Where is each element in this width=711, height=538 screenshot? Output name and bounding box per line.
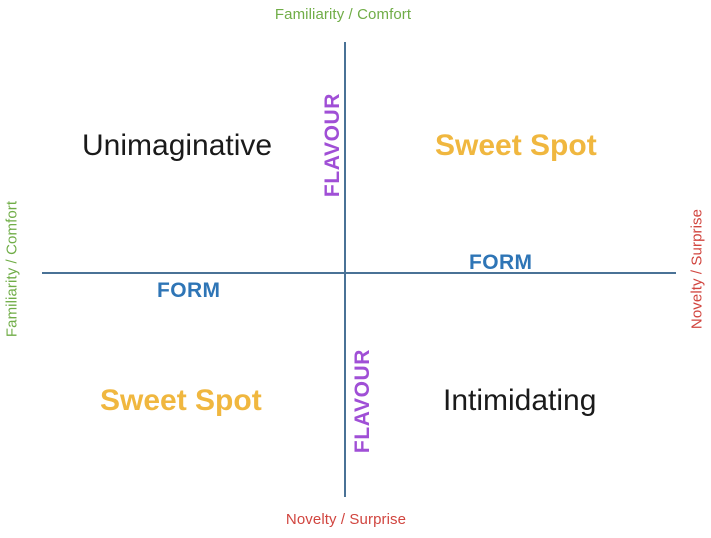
axis-title-form-left: FORM — [157, 279, 221, 302]
axis-caption-left-familiarity-comfort: Familiarity / Comfort — [3, 200, 21, 338]
quadrant-label-bottom-left: Sweet Spot — [100, 384, 262, 417]
axis-title-form-right: FORM — [469, 251, 533, 274]
axis-title-flavour-lower: FLAVOUR — [351, 348, 374, 454]
axis-caption-right-novelty-surprise: Novelty / Surprise — [688, 208, 706, 330]
quadrant-label-top-left: Unimaginative — [82, 129, 273, 162]
axis-caption-top-familiarity-comfort: Familiarity / Comfort — [274, 6, 412, 23]
axis-caption-bottom-novelty-surprise: Novelty / Surprise — [285, 511, 407, 528]
quadrant-label-top-right: Sweet Spot — [435, 129, 597, 162]
axis-title-flavour-upper: FLAVOUR — [321, 92, 344, 198]
horizontal-axis-line — [42, 272, 676, 274]
quadrant-label-bottom-right: Intimidating — [443, 384, 597, 417]
vertical-axis-line — [344, 42, 346, 497]
